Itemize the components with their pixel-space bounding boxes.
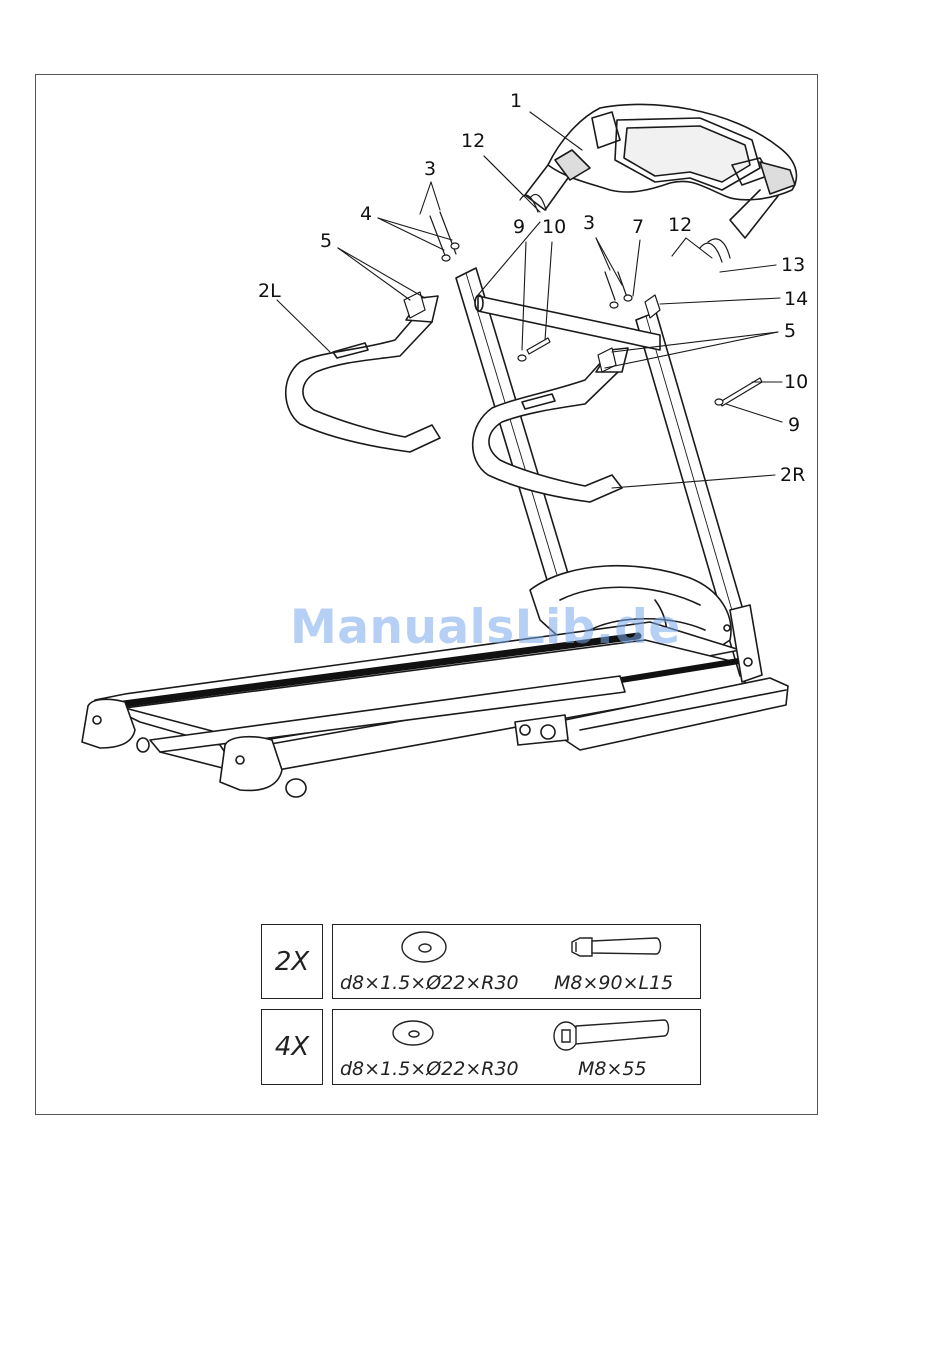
callout-5-right: 5	[784, 322, 796, 341]
crossbar	[475, 295, 660, 350]
callout-10-right: 10	[784, 373, 808, 392]
bolt-spec-row1: M8×90×L15	[554, 972, 673, 994]
callout-4: 4	[360, 205, 372, 224]
bolt-spec-row2: M8×55	[578, 1058, 647, 1080]
handlebar-left	[286, 296, 440, 452]
callout-9-right: 9	[788, 416, 800, 435]
callout-12-left: 12	[461, 132, 485, 151]
callout-14: 14	[784, 290, 808, 309]
callout-3-left: 3	[424, 160, 436, 179]
qty-box-4x: 4X	[261, 1009, 323, 1085]
washer-spec-row2: d8×1.5×Ø22×R30	[340, 1058, 519, 1080]
watermark: ManualsLib.de	[290, 600, 670, 656]
callout-2R: 2R	[780, 466, 805, 485]
callout-3-right: 3	[583, 214, 595, 233]
callout-13: 13	[781, 256, 805, 275]
washer-spec-row1: d8×1.5×Ø22×R30	[340, 972, 519, 994]
callout-7: 7	[632, 218, 644, 237]
callout-12-right: 12	[668, 216, 692, 235]
callout-9-left: 9	[513, 218, 525, 237]
callout-5-left: 5	[320, 232, 332, 251]
qty-box-2x: 2X	[261, 924, 323, 999]
callout-10-left: 10	[542, 218, 566, 237]
callout-2L: 2L	[258, 282, 281, 301]
callout-1: 1	[510, 92, 522, 111]
